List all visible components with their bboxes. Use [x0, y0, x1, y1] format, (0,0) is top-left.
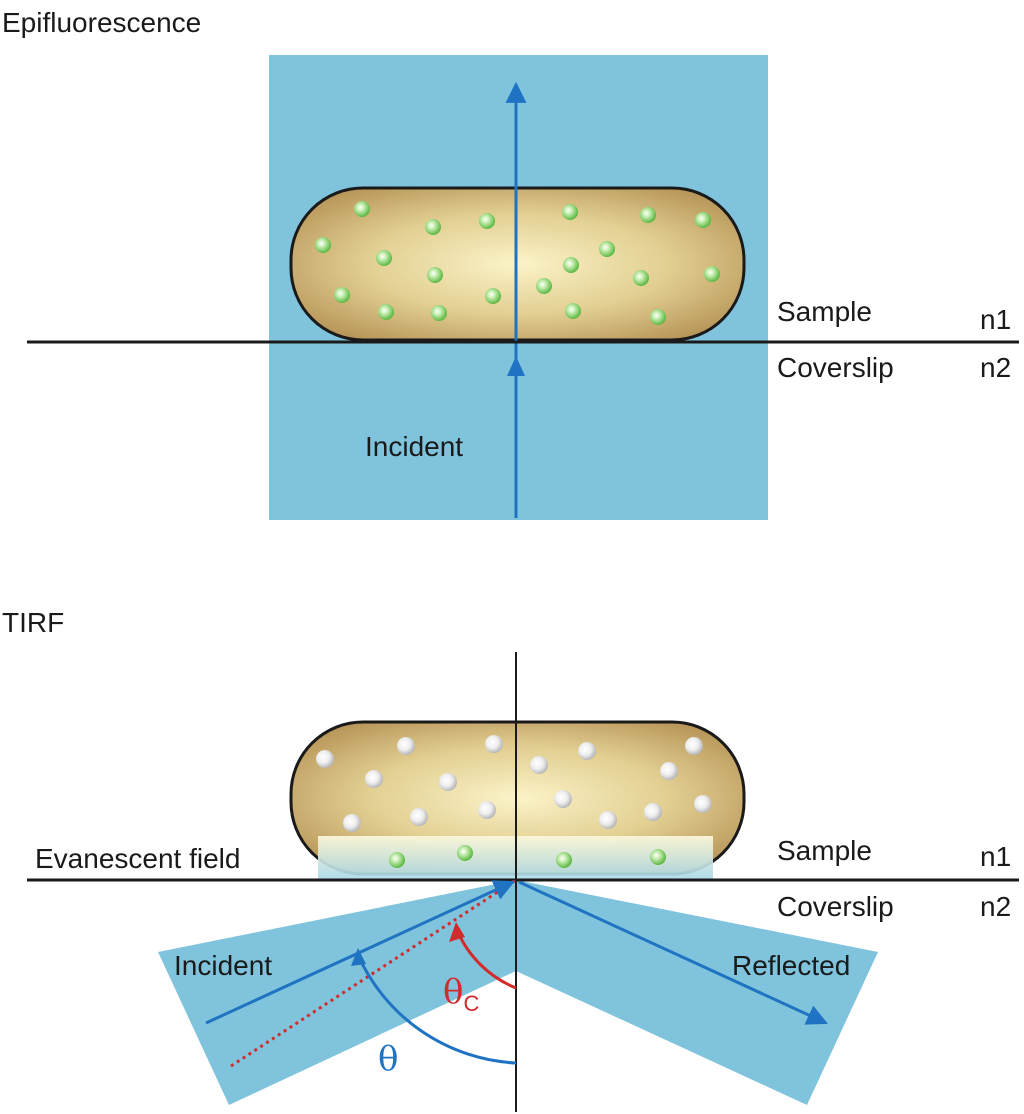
green-fluorophore-icon: [389, 852, 405, 868]
theta-c-label: θC: [443, 972, 479, 1016]
green-fluorophore-icon: [425, 219, 441, 235]
critical-angle-ray: [230, 878, 517, 1068]
green-fluorophore-icon: [431, 305, 447, 321]
tirf-incident-beam: [158, 880, 516, 1105]
white-fluorophore-icon: [660, 762, 678, 780]
theta-c-subscript: C: [463, 991, 479, 1016]
theta-arrowhead: [351, 948, 366, 966]
green-fluorophore-icon: [354, 201, 370, 217]
tirf-title: TIRF: [2, 607, 64, 638]
tirf-reflected-beam: [516, 880, 878, 1105]
white-fluorophore-icon: [397, 737, 415, 755]
epi-mid-arrowhead: [507, 356, 525, 376]
green-fluorophore-icon: [650, 849, 666, 865]
green-fluorophore-icon: [536, 278, 552, 294]
tirf-sample-label: Sample: [777, 835, 872, 866]
white-fluorophore-icon: [410, 808, 428, 826]
tirf-unexcited-fluorophores: [316, 735, 712, 832]
white-fluorophore-icon: [439, 773, 457, 791]
evanescent-field-label: Evanescent field: [35, 843, 240, 874]
green-fluorophore-icon: [704, 266, 720, 282]
green-fluorophore-icon: [556, 852, 572, 868]
epi-title: Epifluorescence: [2, 7, 201, 38]
green-fluorophore-icon: [485, 288, 501, 304]
green-fluorophore-icon: [599, 241, 615, 257]
green-fluorophore-icon: [562, 204, 578, 220]
white-fluorophore-icon: [578, 742, 596, 760]
tirf-coverslip-label: Coverslip: [777, 891, 894, 922]
epi-n1-label: n1: [980, 304, 1011, 335]
white-fluorophore-icon: [599, 811, 617, 829]
tirf-n2-label: n2: [980, 891, 1011, 922]
tirf-panel: TIRF: [2, 607, 1019, 1112]
green-fluorophore-icon: [633, 270, 649, 286]
theta-c-arrowhead: [449, 922, 465, 942]
tirf-n1-label: n1: [980, 841, 1011, 872]
green-fluorophore-icon: [695, 212, 711, 228]
theta-label: θ: [378, 1039, 398, 1079]
white-fluorophore-icon: [644, 803, 662, 821]
theta-arc: [356, 954, 517, 1065]
tirf-excited-fluorophores: [389, 845, 666, 868]
epi-n2-label: n2: [980, 352, 1011, 383]
green-fluorophore-icon: [376, 250, 392, 266]
epi-panel: Epifluorescence: [2, 7, 1019, 520]
green-fluorophore-icon: [315, 237, 331, 253]
white-fluorophore-icon: [316, 750, 334, 768]
theta-c-symbol: θ: [443, 972, 463, 1012]
white-fluorophore-icon: [485, 735, 503, 753]
green-fluorophore-icon: [640, 207, 656, 223]
tirf-reflected-arrow: [518, 880, 828, 1025]
green-fluorophore-icon: [650, 309, 666, 325]
white-fluorophore-icon: [530, 756, 548, 774]
white-fluorophore-icon: [343, 814, 361, 832]
white-fluorophore-icon: [554, 790, 572, 808]
green-fluorophore-icon: [565, 303, 581, 319]
green-fluorophore-icon: [378, 304, 394, 320]
epi-incident-label: Incident: [365, 431, 463, 462]
tirf-reflected-label: Reflected: [732, 950, 850, 981]
tirf-incident-label: Incident: [174, 950, 272, 981]
green-fluorophore-icon: [563, 257, 579, 273]
green-fluorophore-icon: [427, 267, 443, 283]
white-fluorophore-icon: [478, 801, 496, 819]
epi-coverslip-label: Coverslip: [777, 352, 894, 383]
epi-fluorophores: [315, 201, 720, 325]
white-fluorophore-icon: [365, 770, 383, 788]
white-fluorophore-icon: [685, 737, 703, 755]
green-fluorophore-icon: [457, 845, 473, 861]
green-fluorophore-icon: [479, 213, 495, 229]
green-fluorophore-icon: [334, 287, 350, 303]
epi-sample-label: Sample: [777, 296, 872, 327]
white-fluorophore-icon: [694, 795, 712, 813]
